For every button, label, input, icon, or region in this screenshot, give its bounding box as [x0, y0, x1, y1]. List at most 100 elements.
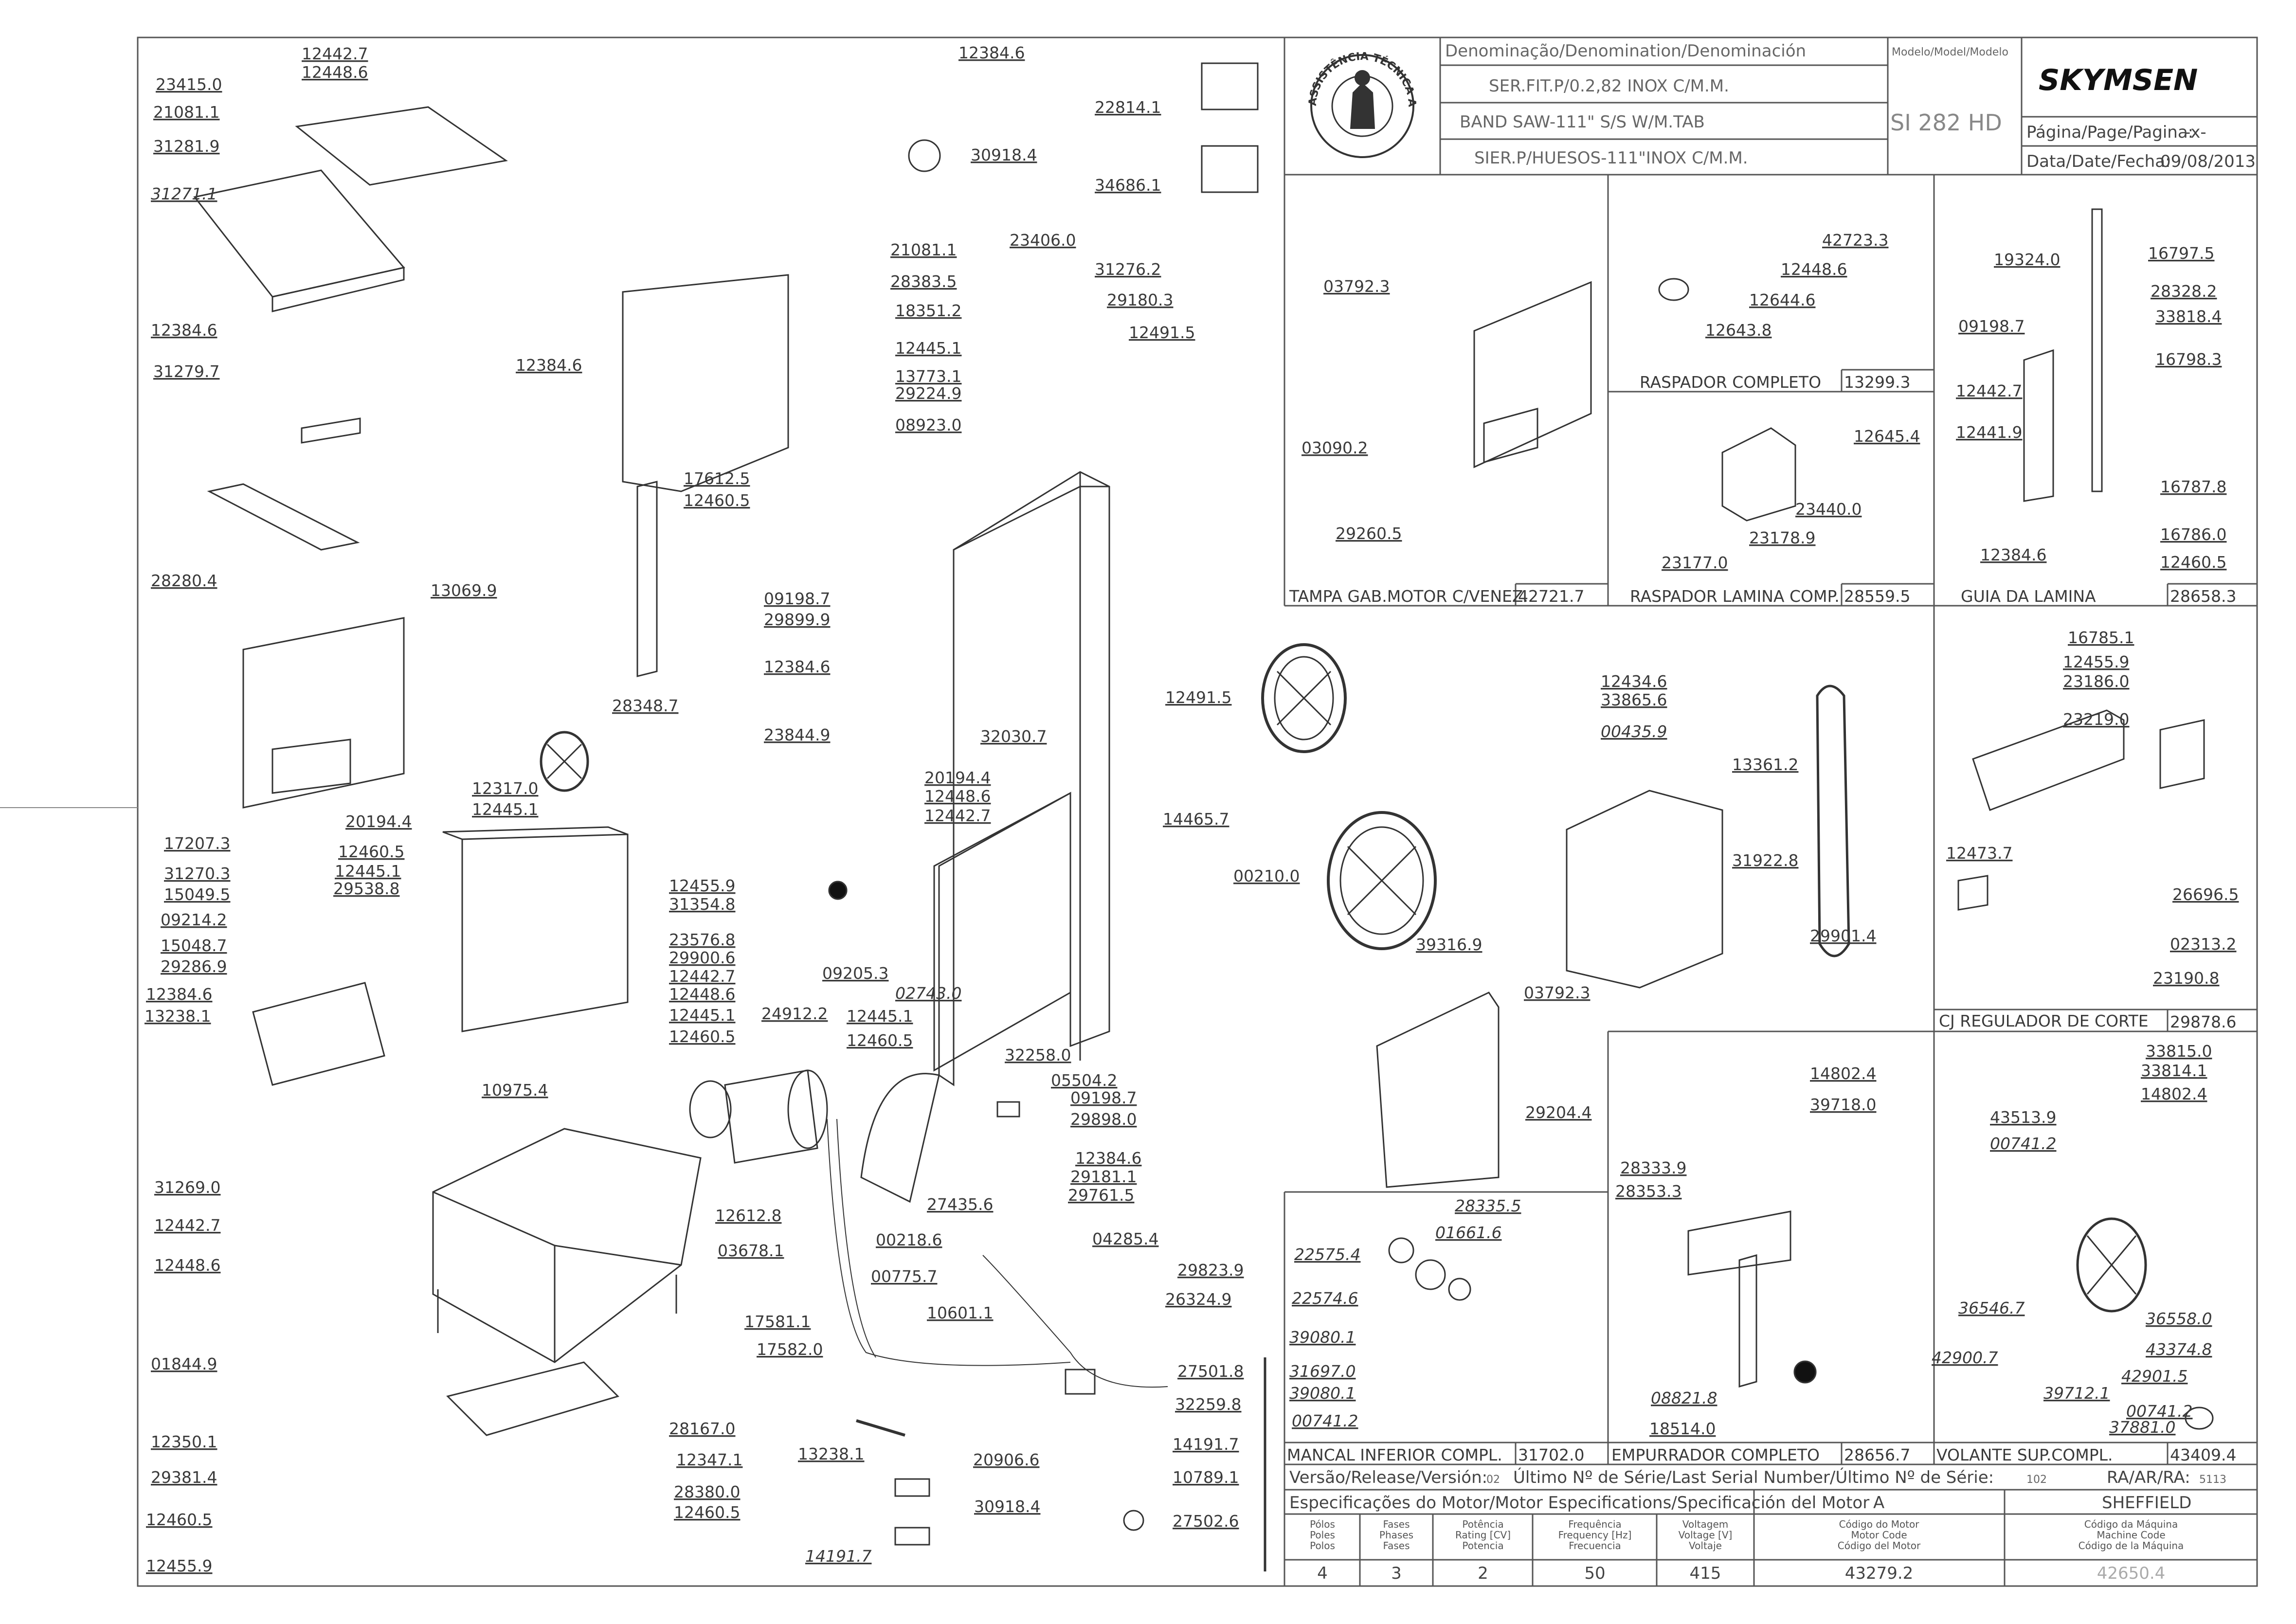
serial-label: Último Nº de Série/Last Serial Number/Úl…: [1513, 1467, 1994, 1487]
part-number-label: 13238.1: [145, 1007, 211, 1026]
part-number-label: 10789.1: [1173, 1468, 1239, 1487]
part-number-label: 29538.8: [333, 879, 399, 898]
part-number-label: 14191.7: [1173, 1435, 1239, 1454]
part-number-label: 23440.0: [1795, 500, 1862, 519]
part-number-label: 29224.9: [895, 384, 961, 403]
part-number-label: 43513.9: [1990, 1108, 2056, 1127]
assembly-name-3: RASPADOR LAMINA COMP.: [1630, 587, 1840, 606]
page-label: Página/Page/Pagina:: [2026, 123, 2193, 142]
part-number-label: 12384.6: [146, 985, 212, 1004]
part-number-label: 17207.3: [164, 834, 230, 853]
part-number-label: 12384.6: [1075, 1149, 1141, 1168]
part-number-label: 23406.0: [1010, 231, 1076, 250]
name-es: SIER.P/HUESOS-111"INOX C/M.M.: [1474, 148, 1748, 168]
part-number-label: 27502.6: [1173, 1512, 1239, 1531]
part-number-label: 39712.1: [2043, 1384, 2110, 1403]
ra-label: RA/AR/RA:: [2107, 1468, 2190, 1487]
part-number-label: 42901.5: [2121, 1367, 2188, 1386]
part-number-label: 12384.6: [958, 43, 1025, 62]
part-number-label: 03792.3: [1524, 983, 1590, 1002]
part-number-label: 23219.0: [2063, 710, 2129, 729]
part-number-label: 43374.8: [2146, 1340, 2212, 1359]
motor-spec-title: Especificações do Motor/Motor Especifica…: [1289, 1493, 1869, 1513]
spec-header: Voltagem: [1682, 1518, 1729, 1530]
part-number-label: 28353.3: [1615, 1182, 1681, 1201]
part-number-label: 31354.8: [669, 895, 735, 914]
part-number-label: 28280.4: [151, 571, 217, 590]
part-number-label: 29901.4: [1810, 926, 1876, 945]
part-number-label: 12445.1: [472, 800, 538, 819]
spec-value: 3: [1391, 1564, 1402, 1583]
part-number-label: 29286.9: [161, 957, 227, 976]
part-number-label: 10975.4: [482, 1081, 548, 1100]
part-number-label: 30918.4: [974, 1497, 1040, 1516]
part-number-label: 32030.7: [980, 727, 1047, 746]
spec-header: Motor Code: [1851, 1529, 1907, 1541]
part-number-label: 00741.2: [2126, 1402, 2192, 1421]
part-callouts: 12442.712448.623415.021081.131281.931271…: [145, 43, 2239, 1575]
part-number-label: 08821.8: [1651, 1389, 1717, 1407]
part-number-label: 36558.0: [2146, 1309, 2212, 1328]
part-number-label: 29260.5: [1336, 524, 1402, 543]
part-number-label: 12473.7: [1946, 844, 2012, 863]
page-value: -x-: [2185, 123, 2206, 142]
spec-header: Voltaje: [1689, 1540, 1722, 1552]
spec-header: Rating [CV]: [1455, 1529, 1511, 1541]
part-number-label: 23177.0: [1662, 553, 1728, 572]
spec-header: Fases: [1383, 1518, 1410, 1530]
title-block: [1284, 36, 2258, 176]
part-number-label: 17582.0: [757, 1340, 823, 1359]
part-number-label: 27435.6: [927, 1195, 993, 1214]
part-number-label: 09198.7: [1070, 1088, 1137, 1107]
part-number-label: 00741.2: [1292, 1411, 1358, 1430]
spec-header: Código do Motor: [1839, 1518, 1920, 1530]
part-number-label: 04285.4: [1092, 1229, 1158, 1248]
part-number-label: 33815.0: [2146, 1042, 2212, 1061]
part-number-label: 21081.1: [890, 240, 957, 259]
part-number-label: 34686.1: [1095, 176, 1161, 195]
denomination-header: Denominação/Denomination/Denominación: [1445, 41, 1806, 61]
part-number-label: 12434.6: [1601, 672, 1667, 691]
part-number-label: 00741.2: [1990, 1134, 2056, 1153]
part-number-label: 42900.7: [1932, 1348, 1998, 1367]
spec-header: Frecuencia: [1569, 1540, 1621, 1552]
part-number-label: 10601.1: [927, 1303, 993, 1322]
part-number-label: 29204.4: [1525, 1103, 1591, 1122]
part-number-label: 16786.0: [2160, 525, 2226, 544]
part-number-label: 12460.5: [2160, 553, 2226, 572]
part-number-label: 28335.5: [1455, 1196, 1521, 1215]
part-number-label: 33865.6: [1601, 690, 1667, 709]
assembly-code-5: 29878.6: [2170, 1012, 2236, 1031]
part-number-label: 00218.6: [876, 1230, 942, 1249]
assembly-name-8: VOLANTE SUP.COMPL.: [1936, 1445, 2113, 1464]
part-number-label: 23178.9: [1749, 528, 1815, 547]
part-number-label: 12643.8: [1705, 321, 1772, 340]
part-number-label: 12460.5: [684, 491, 750, 510]
part-number-label: 03792.3: [1323, 277, 1390, 296]
part-number-label: 31270.3: [164, 864, 230, 883]
spec-value: 2: [1478, 1564, 1488, 1583]
part-number-label: 29761.5: [1068, 1186, 1134, 1205]
part-number-label: 26324.9: [1165, 1290, 1231, 1309]
part-number-label: 12384.6: [516, 356, 582, 375]
part-number-label: 12384.6: [764, 657, 830, 676]
part-number-label: 01844.9: [151, 1354, 217, 1373]
part-number-label: 16797.5: [2148, 244, 2214, 263]
spec-header: Código da Máquina: [2084, 1518, 2178, 1530]
part-number-label: 31279.7: [153, 362, 219, 381]
part-number-label: 00210.0: [1233, 866, 1300, 885]
assembly-name-5: CJ REGULADOR DE CORTE: [1939, 1011, 2149, 1030]
spec-header: Potência: [1462, 1518, 1503, 1530]
part-number-label: 14465.7: [1163, 810, 1229, 829]
part-number-label: 29900.6: [669, 948, 735, 967]
part-number-label: 09198.7: [1958, 317, 2025, 336]
part-number-label: 31271.1: [151, 184, 217, 203]
machine-drawing: [193, 62, 2214, 1571]
part-number-label: 16798.3: [2155, 350, 2222, 369]
part-number-label: 14802.4: [2141, 1084, 2207, 1103]
part-number-label: 31281.9: [153, 137, 219, 156]
part-number-label: 00775.7: [871, 1267, 937, 1286]
motor-spec-table: PólosPolesPolos4FasesPhasesFases3Potênci…: [1310, 1518, 2184, 1583]
detail-panels-grid: [1284, 175, 2257, 1586]
part-number-label: 26696.5: [2172, 885, 2239, 904]
